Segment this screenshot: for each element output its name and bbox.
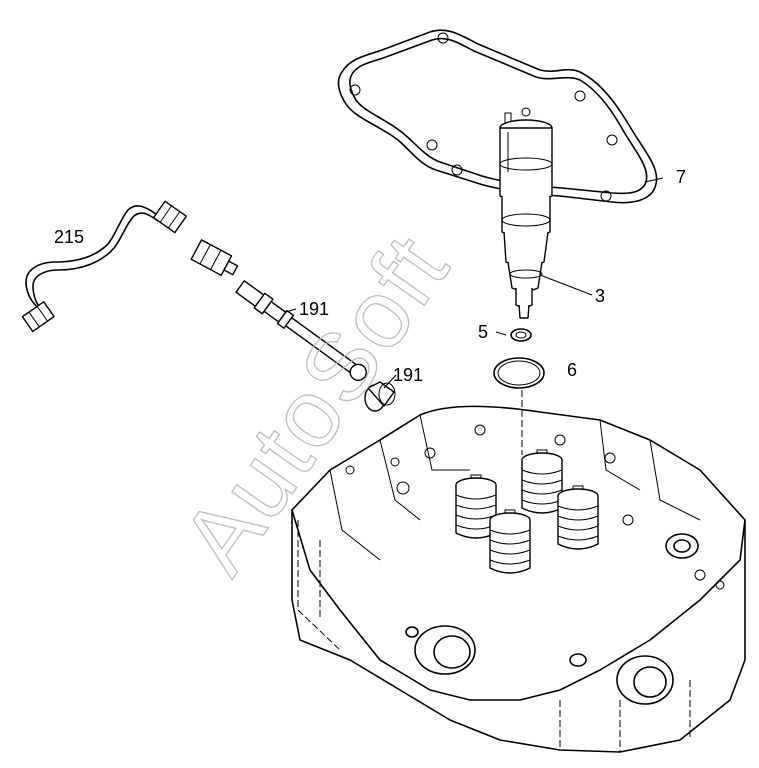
pressure-connector xyxy=(235,280,367,382)
callout-fuel-pipe: 215 xyxy=(54,227,84,247)
callout-injector: 3 xyxy=(595,286,605,306)
leader-lines xyxy=(285,177,664,389)
sealing-washer xyxy=(510,328,532,342)
callout-connector-lower: 191 xyxy=(393,365,423,385)
fuel-injector xyxy=(499,112,553,319)
callout-washer: 5 xyxy=(478,322,488,342)
rocker-cover-gasket xyxy=(337,29,658,204)
cylinder-head xyxy=(291,390,746,753)
connector-sleeve xyxy=(364,381,396,412)
callout-gasket: 7 xyxy=(676,167,686,187)
callout-connector-upper: 191 xyxy=(299,299,329,319)
callout-o-ring: 6 xyxy=(567,360,577,380)
o-ring xyxy=(493,357,545,389)
valve-springs xyxy=(455,449,599,574)
fuel-injection-pipe xyxy=(21,200,239,333)
watermark: AutoSoft xyxy=(162,216,470,592)
